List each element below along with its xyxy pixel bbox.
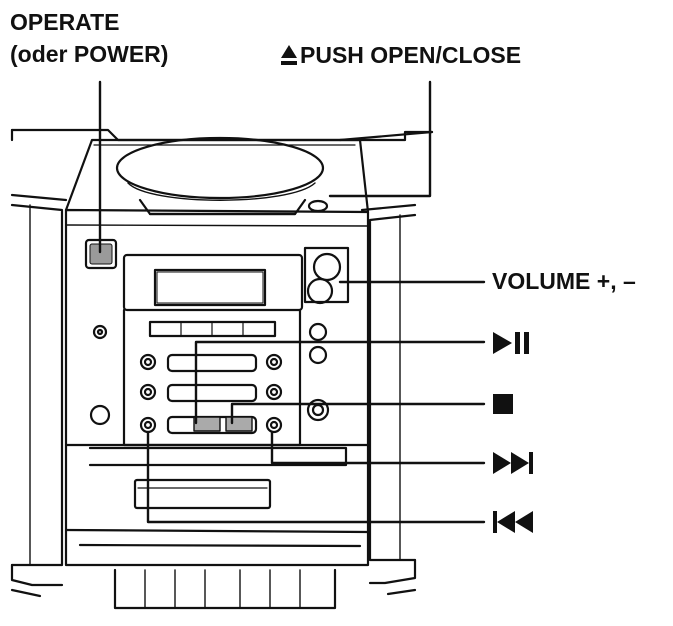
previous-track-icon (493, 511, 533, 533)
push-open-close-label: PUSH OPEN/CLOSE (300, 42, 522, 68)
operate-label: OPERATE (10, 9, 120, 35)
stop-icon (493, 394, 513, 414)
leader-lines (98, 80, 486, 524)
leader-play-pause (194, 340, 486, 425)
volume-label: VOLUME +, – (492, 268, 636, 294)
leader-stop (230, 402, 486, 425)
leader-push-open (328, 80, 432, 198)
leader-previous (146, 430, 486, 524)
next-track-icon (493, 452, 533, 474)
left-speaker (10, 193, 68, 598)
operate-alt-label: (oder POWER) (10, 41, 169, 67)
leader-next (270, 430, 486, 465)
main-body (64, 199, 370, 610)
cd-lid (64, 136, 370, 216)
right-speaker (360, 203, 417, 596)
play-pause-icon (493, 332, 529, 354)
eject-icon (281, 45, 297, 65)
